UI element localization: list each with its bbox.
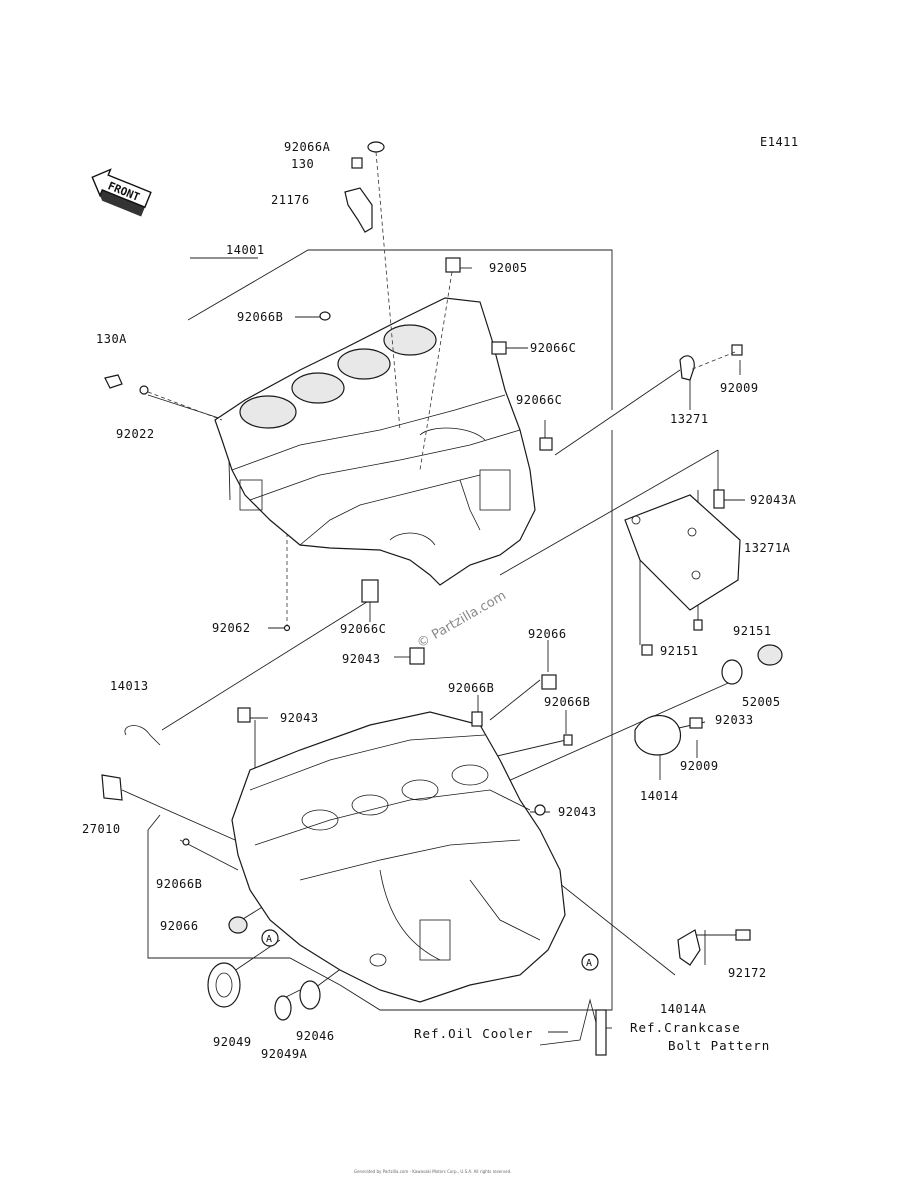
part-label: 92066B [156,877,202,891]
part-label: 92046 [296,1029,335,1043]
part-label: 13271A [744,541,791,555]
part-label: 92043 [342,652,381,666]
small-parts: A A [101,141,783,1056]
part-label: 92066B [237,310,283,324]
watermark: © Partzilla.com [415,588,509,651]
part-label: 92151 [660,644,699,658]
part-label: 92066B [544,695,590,709]
reference-notes: Ref.Oil Cooler Ref.Crankcase Bolt Patter… [414,1020,770,1053]
part-label: 14014A [660,1002,707,1016]
part-label: 92043A [750,493,797,507]
part-label: 92066 [528,627,567,641]
marker-a: A [266,934,272,945]
upper-crankcase [214,297,536,586]
part-label: 14001 [226,243,265,257]
part-label: 130A [96,332,127,346]
part-label: 130 [291,157,314,171]
part-label: 92066C [516,393,562,407]
marker-a-2: A [586,958,592,969]
part-label: 92066A [284,140,331,154]
part-label: 27010 [82,822,121,836]
part-label: 92066B [448,681,494,695]
part-label: 92009 [720,381,759,395]
part-label: 92049 [213,1035,252,1049]
part-label: 13271 [670,412,709,426]
part-label: 92151 [733,624,772,638]
part-label: 21176 [271,193,310,207]
part-label: 92043 [558,805,597,819]
part-label: 92049A [261,1047,308,1061]
front-arrow-icon: FRONT [91,168,152,217]
part-label: 52005 [742,695,781,709]
part-label: 92022 [116,427,155,441]
part-label: 92066C [530,341,576,355]
diagram-code: E1411 [760,135,799,149]
ref-oil-cooler: Ref.Oil Cooler [414,1026,533,1041]
part-label: 92062 [212,621,251,635]
part-label: 14013 [110,679,149,693]
part-label: 92043 [280,711,319,725]
part-label: 92066C [340,622,386,636]
ref-crankcase: Ref.Crankcase [630,1020,741,1035]
part-label: 92005 [489,261,528,275]
lower-crankcase [231,711,566,1003]
part-label: 92033 [715,713,754,727]
part-label: 92066 [160,919,199,933]
part-labels: 92066A 130 21176 14001 92005 92066B 9206… [82,140,797,1061]
part-label: 14014 [640,789,679,803]
ref-bolt-pattern: Bolt Pattern [668,1038,770,1053]
part-label: 92009 [680,759,719,773]
part-label: 92172 [728,966,767,980]
footer-copyright: Generated by Partzilla.com - Kawasaki Mo… [354,1169,511,1174]
